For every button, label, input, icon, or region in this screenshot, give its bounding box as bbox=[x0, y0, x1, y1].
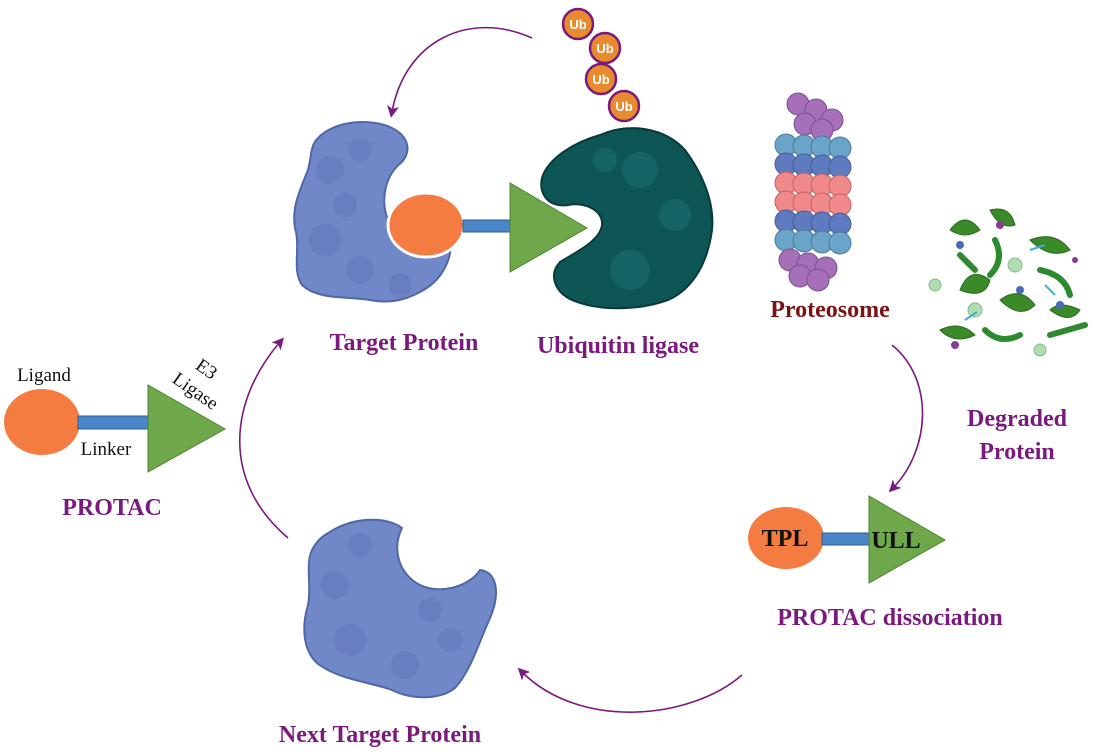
arrow-proteosome-to-dissociation bbox=[888, 344, 924, 493]
protac-label: PROTAC bbox=[62, 495, 162, 521]
ubiquitin-ligase-label: Ubiquitin ligase bbox=[537, 333, 699, 359]
dissociated-linker bbox=[821, 532, 873, 546]
ubiquitin-ligase-shape bbox=[540, 127, 714, 310]
bound-linker bbox=[462, 219, 514, 233]
ub-bead-2 bbox=[588, 31, 622, 65]
arrow-next-to-target bbox=[238, 337, 289, 539]
bound-ligand bbox=[386, 191, 466, 259]
linker-label: Linker bbox=[81, 439, 132, 460]
ub-bead-1 bbox=[561, 7, 595, 41]
target-protein-shape bbox=[293, 121, 452, 303]
ligand-label: Ligand bbox=[17, 365, 71, 386]
target-protein-label: Target Protein bbox=[330, 330, 479, 356]
next-target-protein-shape bbox=[303, 518, 497, 699]
arrow-dissociation-to-next bbox=[517, 667, 743, 713]
ubiquitin-chain: Ub Ub Ub Ub bbox=[561, 7, 641, 123]
arrow-ub-to-target bbox=[387, 26, 533, 118]
protac-ligand-shape bbox=[4, 389, 80, 455]
protac-linker-shape bbox=[77, 415, 151, 430]
ub-label-4: Ub bbox=[615, 99, 632, 114]
protac-e3-shape bbox=[147, 384, 227, 473]
ub-label-1: Ub bbox=[569, 17, 586, 32]
tpl-shape bbox=[748, 507, 824, 569]
proteosome-stack bbox=[774, 92, 852, 292]
cycle-arrows bbox=[238, 26, 924, 713]
protac-molecule bbox=[4, 384, 227, 473]
next-target-protein-label: Next Target Protein bbox=[279, 722, 481, 748]
degraded-protein-label-line1: Degraded bbox=[967, 406, 1068, 432]
dissociated-protac bbox=[748, 495, 947, 584]
bound-e3-ligand bbox=[509, 182, 588, 273]
ub-bead-4 bbox=[607, 89, 641, 123]
ull-shape bbox=[868, 495, 947, 584]
ull-label: ULL bbox=[871, 528, 920, 554]
protac-dissociation-label: PROTAC dissociation bbox=[777, 605, 1003, 631]
ub-label-3: Ub bbox=[592, 72, 609, 87]
tpl-label: TPL bbox=[762, 526, 809, 552]
ub-label-2: Ub bbox=[596, 41, 613, 56]
ub-bead-3 bbox=[584, 62, 618, 96]
degraded-protein-fragments bbox=[928, 208, 1088, 357]
proteosome-label: Proteosome bbox=[770, 297, 890, 323]
degraded-protein-label-line2: Protein bbox=[979, 439, 1055, 465]
